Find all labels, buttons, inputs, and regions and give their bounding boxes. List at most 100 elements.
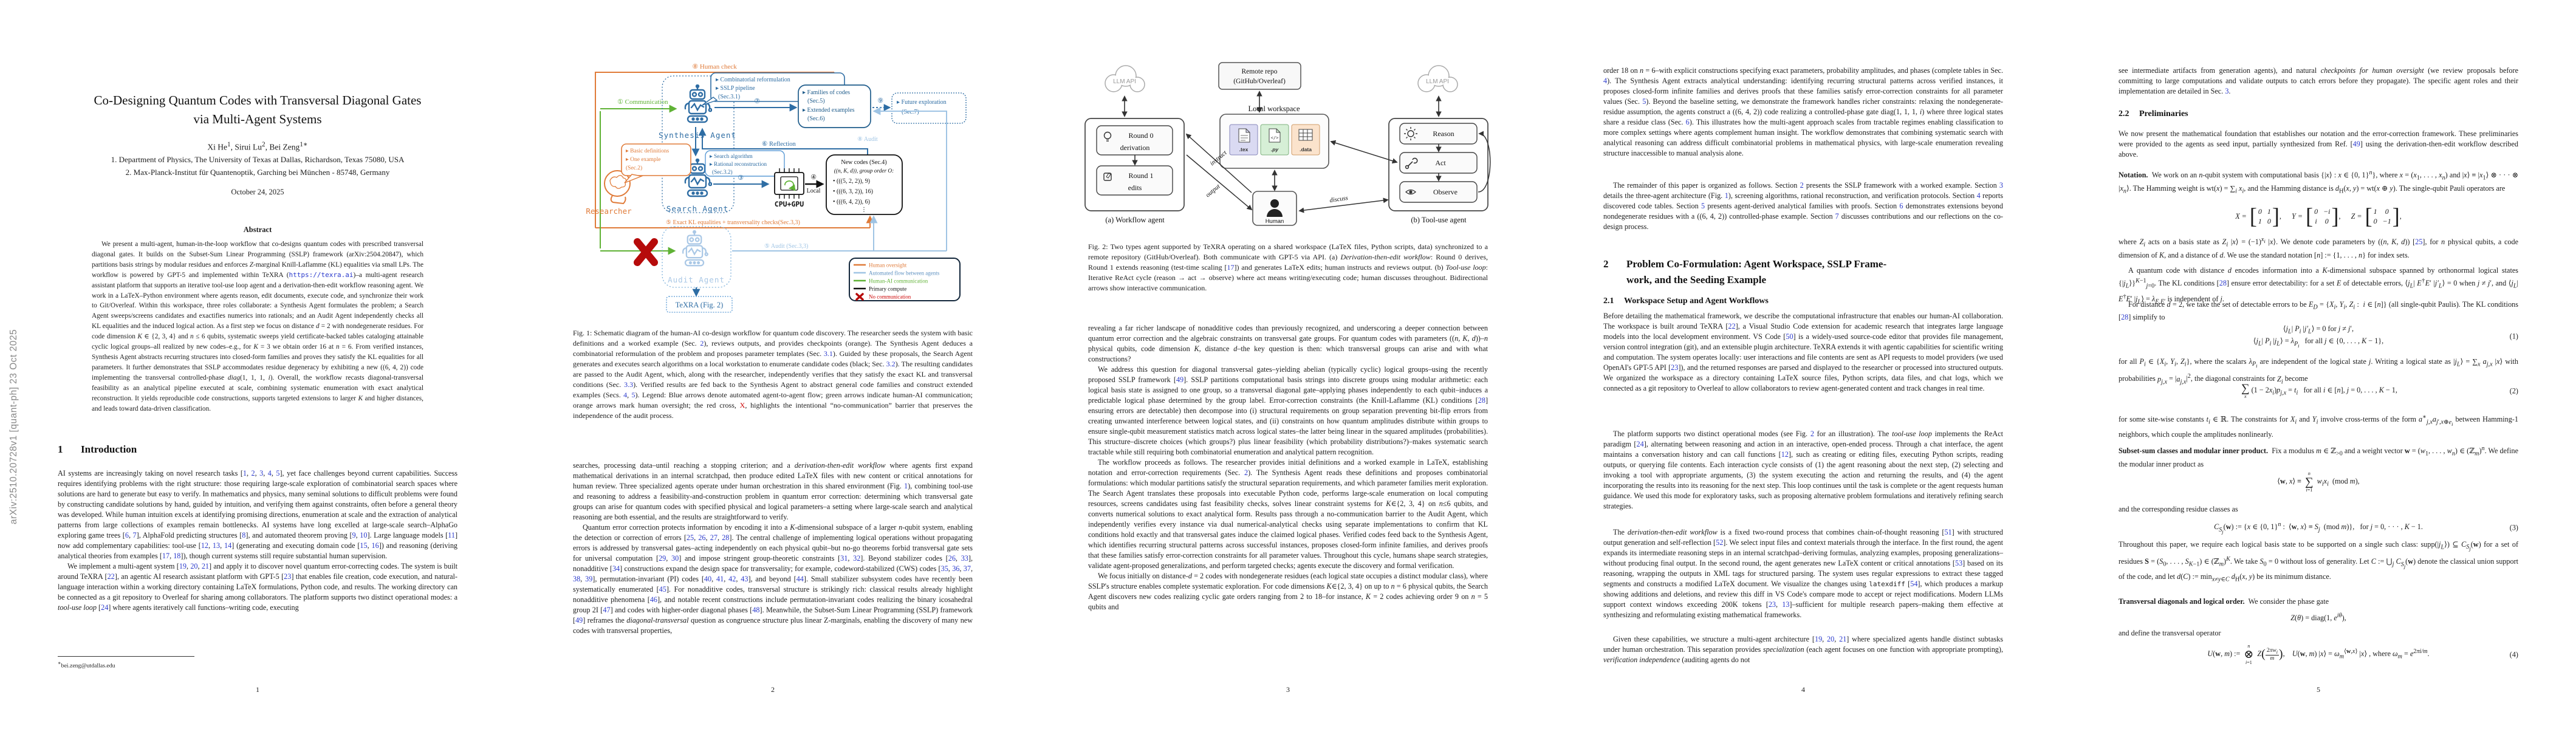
ref-link[interactable]: 49 (2352, 140, 2360, 148)
ref-link[interactable]: 4 (1603, 77, 1608, 85)
svg-text:edits: edits (1128, 183, 1142, 192)
ref-link[interactable]: 21 (201, 562, 210, 570)
ref-link[interactable]: 10 (360, 531, 368, 539)
texra-box (666, 296, 733, 313)
ref-link[interactable]: 26 (698, 533, 706, 542)
ref-link[interactable]: 46 (649, 595, 657, 604)
ref-link[interactable]: 5 (631, 391, 635, 399)
ref-link[interactable]: 17 (162, 552, 170, 560)
ref-link[interactable]: 43 (741, 575, 748, 583)
ref-link[interactable]: 45 (659, 585, 666, 594)
ref-link[interactable]: 7 (1835, 212, 1839, 221)
ref-link[interactable]: 36 (952, 564, 960, 573)
ref-link[interactable]: 15 (360, 541, 368, 550)
date: October 24, 2025 (231, 188, 284, 196)
ref-link[interactable]: 33 (961, 554, 968, 563)
ref-link[interactable]: 6 (1685, 118, 1690, 126)
ref-link[interactable]: 20 (190, 562, 198, 570)
ref-link[interactable]: 51 (1944, 528, 1952, 536)
ref-link[interactable]: 39 (585, 575, 593, 583)
ref-link[interactable]: 9 (352, 531, 356, 539)
ref-link[interactable]: 3.3 (624, 380, 634, 389)
page-5-body-4: A quantum code with distance d encodes i… (2119, 266, 2518, 305)
ref-link[interactable]: 2 (1800, 181, 1804, 190)
ref-link[interactable]: 3 (1999, 181, 2003, 190)
ref-link[interactable]: 20 (1827, 635, 1835, 643)
ref-link[interactable]: 49 (575, 616, 583, 625)
ref-link[interactable]: 3.2 (886, 360, 896, 368)
ref-link[interactable]: 14 (224, 541, 232, 550)
ref-link[interactable]: 2 (1810, 430, 1814, 438)
ref-link[interactable]: 3.1 (823, 349, 833, 358)
ref-link[interactable]: 16 (371, 541, 379, 550)
ref-link[interactable]: 3 (2225, 87, 2229, 95)
ref-link[interactable]: 22 (1728, 322, 1736, 330)
ref-link[interactable]: 21 (1839, 635, 1847, 643)
ref-link[interactable]: 28 (1478, 396, 1485, 405)
ref-link[interactable]: 1 (1724, 191, 1728, 200)
ref-link[interactable]: 4 (1976, 191, 1981, 200)
ref-link[interactable]: 11 (448, 531, 455, 539)
ref-link[interactable]: 29 (659, 554, 666, 563)
ref-link[interactable]: 41 (716, 575, 724, 583)
ref-link[interactable]: 54 (1910, 580, 1918, 588)
ref-link[interactable]: 13 (212, 541, 221, 550)
svg-text:Human: Human (1266, 218, 1284, 225)
ref-link[interactable]: 1 (904, 482, 908, 490)
footnote-rule (58, 656, 194, 657)
ref-link[interactable]: 12 (1781, 450, 1789, 459)
ref-link[interactable]: 7 (132, 531, 137, 539)
ref-link[interactable]: 26 (948, 554, 956, 563)
ref-link[interactable]: 53 (1954, 559, 1963, 567)
ref-link[interactable]: 5 (276, 469, 280, 477)
ref-link[interactable]: 6 (125, 531, 129, 539)
output-arrow (1186, 154, 1253, 211)
ref-link[interactable]: 25 (2415, 238, 2423, 247)
ref-link[interactable]: 38 (573, 575, 581, 583)
ref-link[interactable]: 34 (612, 564, 620, 573)
ref-link[interactable]: 42 (728, 575, 736, 583)
ref-link[interactable]: 32 (853, 554, 861, 563)
ref-link[interactable]: 22 (107, 572, 115, 581)
ref-link[interactable]: 23 (1768, 600, 1776, 609)
ref-link[interactable]: 23 (284, 572, 292, 581)
ref-link[interactable]: 28 (722, 533, 730, 542)
ref-link[interactable]: 2 (700, 339, 704, 347)
ref-link[interactable]: 5 (1701, 202, 1705, 210)
ref-link[interactable]: 8 (242, 531, 246, 539)
ref-link[interactable]: 28 (2219, 279, 2227, 288)
ref-link[interactable]: 24 (1636, 440, 1644, 448)
ref-link[interactable]: 19 (1814, 635, 1823, 643)
ref-link[interactable]: 12 (200, 541, 209, 550)
ref-link[interactable]: 30 (671, 554, 679, 563)
ref-link[interactable]: 31 (840, 554, 848, 563)
ref-link[interactable]: 3 (259, 469, 264, 477)
ref-link[interactable]: 25 (686, 533, 694, 542)
ref-link[interactable]: 4 (623, 391, 628, 399)
ref-link[interactable]: 4 (267, 469, 272, 477)
ref-link[interactable]: 2 (1244, 468, 1249, 477)
ref-link[interactable]: 5 (1642, 97, 1646, 106)
ref-link[interactable]: 50 (1786, 332, 1793, 341)
ref-link[interactable]: 2 (251, 469, 255, 477)
ref-link[interactable]: 28 (2121, 313, 2129, 322)
ref-link[interactable]: 27 (710, 533, 718, 542)
ref-link[interactable]: 24 (101, 603, 109, 612)
ref-link[interactable]: 1 (242, 469, 247, 477)
ref-link[interactable]: 18 (173, 552, 181, 560)
ref-link[interactable]: 48 (752, 606, 760, 614)
ref-link[interactable]: 37 (963, 564, 971, 573)
ref-link[interactable]: 17 (1227, 263, 1235, 272)
ref-link[interactable]: 44 (796, 575, 804, 583)
ref-link[interactable]: 49 (1176, 375, 1184, 384)
ref-link[interactable]: 13 (1782, 600, 1790, 609)
ref-link[interactable]: 35 (940, 564, 948, 573)
ref-link[interactable]: 23 (1671, 363, 1679, 372)
ref-link[interactable]: 40 (704, 575, 712, 583)
ref-link[interactable]: 47 (603, 606, 611, 614)
ref-link[interactable]: 52 (1716, 538, 1724, 547)
ref-link[interactable]: 19 (179, 562, 187, 570)
ref-link[interactable]: 6 (1899, 202, 1903, 210)
